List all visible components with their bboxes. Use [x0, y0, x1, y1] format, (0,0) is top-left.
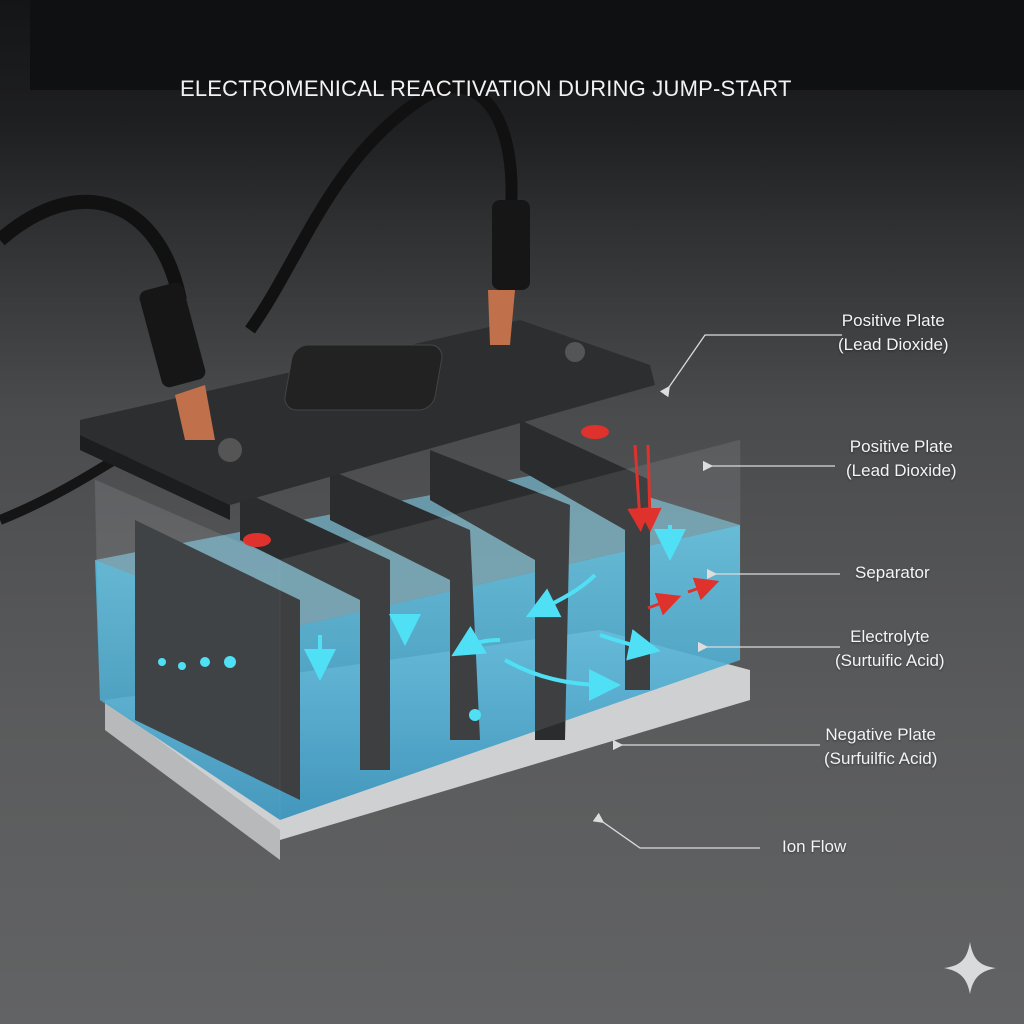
label-line: Negative Plate	[825, 725, 936, 744]
jumper-clamp-negative	[175, 385, 215, 440]
jumper-cable	[0, 194, 187, 302]
negative-plate	[330, 470, 480, 740]
label-ion-flow: Ion Flow	[782, 835, 846, 859]
ion-flow-arrows	[304, 525, 686, 701]
leader-lines	[592, 334, 842, 849]
positive-plate	[430, 450, 570, 740]
terminal-marker	[581, 425, 609, 439]
negative-plate	[520, 420, 650, 690]
jumper-clamp-positive	[488, 290, 515, 345]
case-side-wall	[279, 439, 741, 821]
electron-flow-arrows	[627, 444, 720, 616]
leader-line-positive-plate-1	[659, 334, 842, 398]
background-machine	[30, 0, 1024, 90]
label-line: (Surfuilfic Acid)	[824, 749, 938, 768]
lid-recess	[284, 344, 443, 411]
terminal-marker	[243, 533, 271, 547]
label-line: Separator	[855, 563, 930, 582]
label-positive-plate-2: Positive Plate (Lead Dioxide)	[846, 435, 957, 483]
label-line: (Surtuific Acid)	[835, 651, 945, 670]
plates	[135, 420, 650, 800]
label-line: (Lead Dioxide)	[846, 461, 957, 480]
ion-dots	[158, 656, 481, 721]
positive-plate	[240, 490, 390, 770]
leader-line-ion-flow	[592, 812, 760, 849]
label-line: Electrolyte	[850, 627, 930, 646]
diagram-title: ELECTROMENICAL REACTIVATION DURING JUMP-…	[180, 76, 792, 101]
case-front-wall	[94, 479, 281, 821]
label-separator: Separator	[855, 561, 930, 585]
clamp-handle	[139, 282, 206, 388]
label-line: (Lead Dioxide)	[838, 335, 949, 354]
battery-base-side	[105, 700, 280, 860]
label-line: Positive Plate	[841, 311, 945, 330]
clamp-handle	[492, 200, 530, 290]
label-electrolyte: Electrolyte (Surtuific Acid)	[835, 625, 945, 673]
terminal-post	[218, 438, 242, 462]
label-line: Positive Plate	[849, 437, 953, 456]
label-positive-plate-1: Positive Plate (Lead Dioxide)	[838, 309, 949, 357]
jumper-cable	[245, 81, 518, 334]
sparkle-icon	[944, 942, 996, 994]
label-negative-plate: Negative Plate (Surfuilfic Acid)	[824, 723, 937, 771]
terminal-post	[565, 342, 585, 362]
battery-lid-edge	[80, 435, 230, 520]
negative-plate	[135, 520, 300, 800]
label-line: Ion Flow	[782, 837, 847, 856]
